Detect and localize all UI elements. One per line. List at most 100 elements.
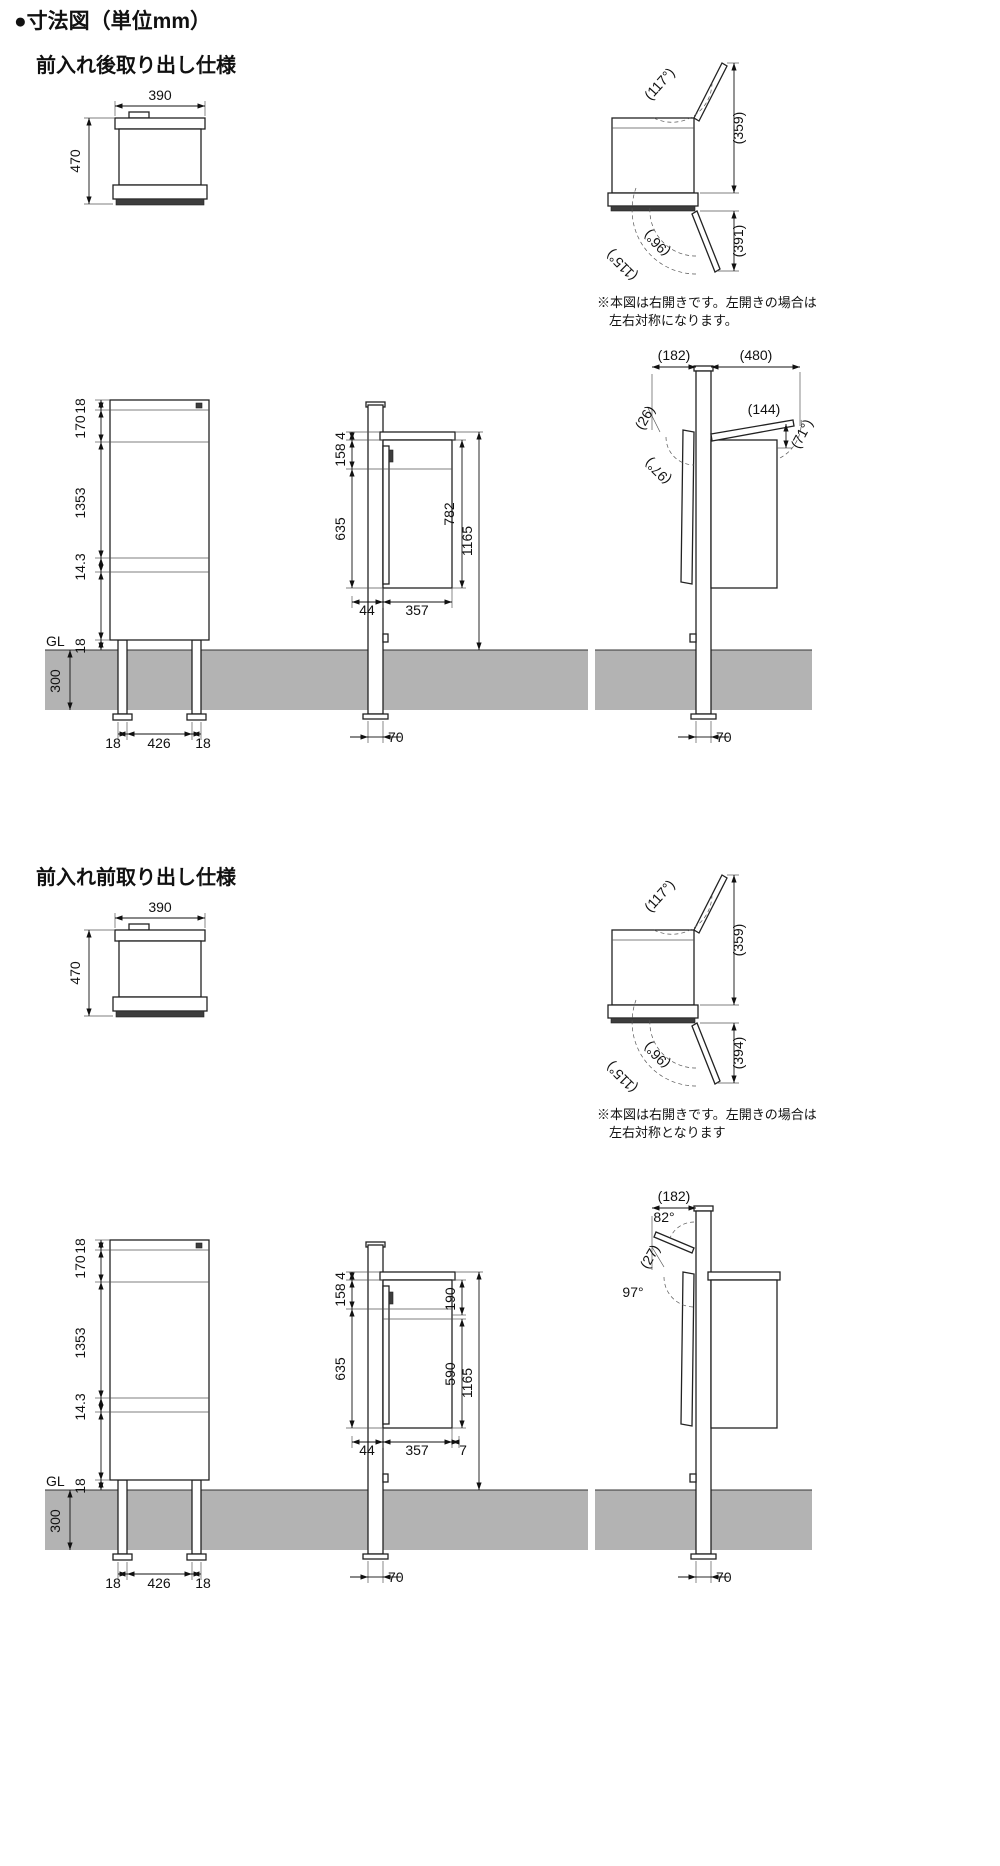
mailbox-body-side — [611, 929, 695, 1006]
dim-18-left: 18 — [105, 1575, 121, 1591]
dim-26: (26) — [632, 403, 658, 433]
front-door-panel — [382, 1285, 390, 1425]
post-clamp — [689, 633, 697, 643]
dim-18-bottom: 18 — [72, 638, 88, 654]
dim-426: 426 — [147, 735, 171, 751]
left-post — [117, 639, 128, 715]
lid-slab — [379, 1271, 456, 1281]
post-cap — [693, 365, 714, 372]
mailbox-base — [112, 996, 208, 1012]
right-post — [191, 639, 202, 715]
dim-182: (182) — [658, 1188, 691, 1204]
box-side — [382, 439, 453, 589]
post — [367, 404, 384, 715]
s1-side-view: (117°) (359) (96°) (115°) (391) ※本図は右開きで… — [597, 62, 817, 328]
dim-door-angle-inner: (96°) — [640, 1039, 673, 1072]
dim-width: 390 — [148, 87, 172, 103]
s1-note-line2: 左右対称になります。 — [609, 313, 738, 328]
dim-27: (27) — [637, 1242, 663, 1272]
s2-note-line2: 左右対称となります — [609, 1125, 726, 1140]
dim-70: 70 — [716, 1569, 732, 1585]
s2-elev-open-dimensions: (182) 82° (27) 97° 70 — [622, 1188, 731, 1585]
box-side — [382, 1279, 453, 1429]
open-door-flap — [691, 1022, 721, 1085]
dim-635: 635 — [332, 1357, 348, 1381]
s2-elev-side: 4 158 635 190 590 1165 44 357 7 70 — [332, 1241, 483, 1585]
mailbox-body — [118, 940, 202, 998]
s2-front-view: 390 470 — [67, 899, 208, 1018]
lid-slab — [707, 1271, 781, 1281]
door-handle — [388, 449, 394, 463]
dim-1165: 1165 — [459, 1368, 475, 1398]
right-post-foot — [186, 1553, 207, 1561]
post — [367, 1244, 384, 1555]
dim-1353: 1353 — [72, 487, 88, 518]
lid-slab — [379, 431, 456, 441]
right-post-foot — [186, 713, 207, 721]
page-title: ●寸法図（単位mm） — [14, 9, 211, 33]
post-foot — [362, 1553, 389, 1560]
dim-190: 190 — [442, 1287, 458, 1311]
s2-side-view: (117°) (359) (96°) (115°) (394) ※本図は右開きで… — [597, 874, 817, 1140]
dim-300: 300 — [47, 669, 63, 693]
lid-swing-arc — [779, 417, 802, 459]
door-swing-arc-outer — [631, 999, 697, 1087]
dim-height: 470 — [67, 149, 83, 173]
dim-18-top: 18 — [72, 1238, 88, 1254]
lid-handle — [128, 111, 150, 119]
s1-front-view: 390 470 — [67, 87, 208, 206]
dim-4: 4 — [332, 432, 348, 440]
dim-18-top: 18 — [72, 398, 88, 414]
door-swing-arc — [665, 436, 695, 466]
post-foot — [690, 713, 717, 720]
front-door-panel — [382, 445, 390, 585]
dim-170: 170 — [72, 415, 88, 439]
s2-note-line1: ※本図は右開きです。左開きの場合は — [597, 1107, 817, 1122]
s2-elev-front-dimensions: 18 170 1353 14.3 18 GL 300 18 426 18 — [46, 1238, 211, 1591]
s1-front-dimensions: 390 470 — [67, 87, 206, 205]
dim-door-reach: (391) — [730, 225, 746, 258]
dim-angle-97: 97° — [622, 1284, 643, 1300]
dim-182: (182) — [658, 347, 691, 363]
mailbox-base-plate — [115, 198, 205, 206]
dim-144: (144) — [748, 401, 781, 417]
lid-handle — [128, 923, 150, 931]
upper-flap-swing-arc — [669, 1221, 695, 1239]
post-clamp — [689, 1473, 697, 1483]
post — [695, 1210, 712, 1555]
unit-front — [109, 1239, 210, 1481]
dim-44: 44 — [359, 602, 375, 618]
mailbox-lid — [114, 117, 206, 130]
dim-635: 635 — [332, 517, 348, 541]
dim-lid-angle: (117°) — [641, 64, 678, 102]
mailbox-lid — [114, 929, 206, 942]
open-rear-lid-flap — [710, 419, 795, 442]
s2-elev-side-dimensions: 4 158 635 190 590 1165 44 357 7 70 — [332, 1271, 483, 1585]
post-clamp — [382, 1473, 389, 1483]
dim-door-reach: (394) — [730, 1037, 746, 1070]
s1-elev-side: 4 158 635 782 1165 44 357 70 — [332, 401, 483, 745]
dim-door-angle-inner: (96°) — [640, 227, 673, 260]
dim-158: 158 — [332, 1283, 348, 1307]
lid-swing-arc — [653, 81, 713, 123]
s1-elev-front: 18 170 1353 14.3 18 GL 300 18 426 18 — [46, 398, 211, 751]
mailbox-body — [118, 128, 202, 186]
section1-heading: 前入れ後取り出し仕様 — [36, 53, 237, 77]
dim-70: 70 — [388, 1569, 404, 1585]
ground-band-left — [45, 1490, 588, 1550]
lock — [195, 1242, 203, 1249]
dim-angle-82: 82° — [653, 1209, 674, 1225]
left-post — [117, 1479, 128, 1555]
dim-height: 470 — [67, 961, 83, 985]
dim-7: 7 — [459, 1442, 467, 1458]
dim-1353: 1353 — [72, 1327, 88, 1358]
s1-elev-open: (182) (480) (26) (144) (71°) (97°) 70 — [632, 347, 816, 745]
post-clamp — [382, 633, 389, 643]
gl-label: GL — [46, 1473, 65, 1489]
dim-18-right: 18 — [195, 735, 211, 751]
dim-door-angle-outer: (115°) — [603, 247, 641, 285]
mailbox-body-side — [611, 117, 695, 194]
left-post-foot — [112, 1553, 133, 1561]
